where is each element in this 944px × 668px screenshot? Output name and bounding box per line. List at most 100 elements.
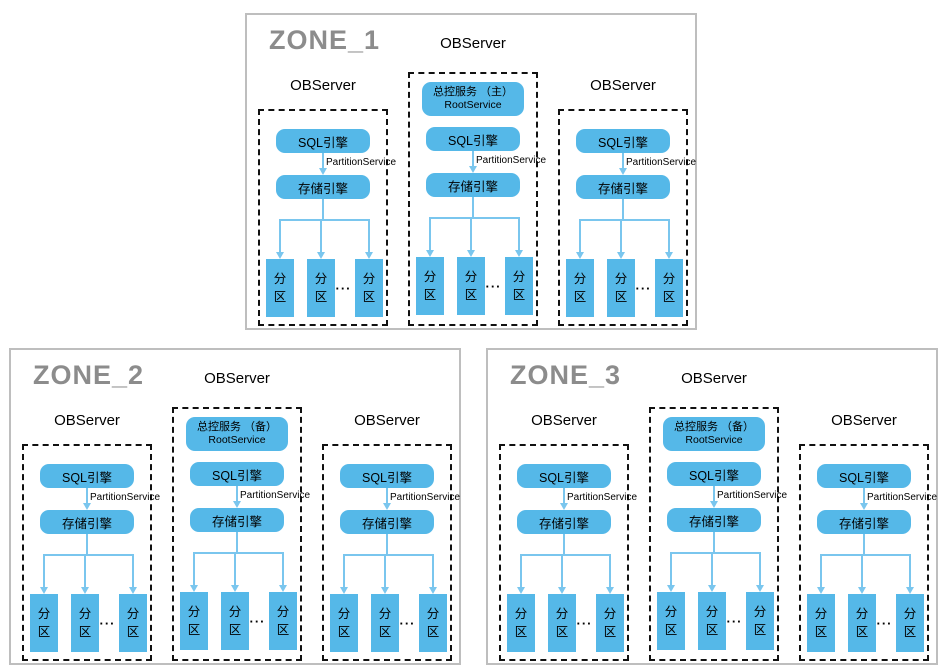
arrow-down-icon — [619, 168, 627, 175]
observer-box: 总控服务 （备） RootService SQL引擎 PartitionServ… — [649, 407, 787, 661]
fanout-connector — [174, 532, 300, 592]
arrow-down-icon — [381, 554, 389, 594]
observer-group: OBServer SQL引擎 PartitionService 存储引擎 — [558, 15, 696, 328]
root-service-subtitle: RootService — [444, 99, 502, 112]
arrow-down-icon — [667, 552, 675, 592]
partitions-row: 分区 分区 ··· 分区 — [560, 259, 686, 317]
sql-engine-node: SQL引擎 — [426, 127, 520, 151]
zone-title: ZONE_1 — [269, 25, 381, 55]
storage-engine-node: 存储引擎 — [817, 510, 911, 534]
ellipsis: ··· — [576, 616, 593, 632]
connector-rail — [580, 219, 670, 221]
partition-node: 分区 — [416, 257, 444, 315]
connector-rail — [430, 217, 520, 219]
arrow-down-icon — [756, 552, 764, 592]
sql-engine-node: SQL引擎 — [517, 464, 611, 488]
observer-group: OBServer SQL引擎 PartitionService 存储引擎 — [258, 15, 396, 328]
arrow-line — [622, 153, 624, 169]
partition-service-label: PartitionService — [390, 492, 461, 503]
partition-service-connector: PartitionService — [651, 486, 787, 508]
arrow-down-icon — [517, 554, 525, 594]
observer-group: OBServer SQL引擎 PartitionService 存储引擎 — [22, 350, 160, 663]
partition-node: 分区 — [71, 594, 99, 652]
partitions-row: 分区 分区 ··· 分区 — [260, 259, 386, 317]
observer-label: OBServer — [531, 412, 597, 429]
connector-stem — [322, 199, 324, 220]
fanout-connector — [651, 532, 777, 592]
storage-engine-node: 存储引擎 — [576, 175, 670, 199]
arrow-down-icon — [467, 217, 475, 257]
arrow-down-icon — [276, 219, 284, 259]
observer-box: SQL引擎 PartitionService 存储引擎 分区 分区 — [22, 444, 160, 661]
arrow-line — [236, 486, 238, 502]
partition-node: 分区 — [221, 592, 249, 650]
partition-service-label: PartitionService — [326, 157, 397, 168]
fanout-connector — [324, 534, 450, 594]
partition-service-label: PartitionService — [717, 490, 788, 501]
arrow-down-icon — [83, 503, 91, 510]
partition-node: 分区 — [607, 259, 635, 317]
partitions-row: 分区 分区 ··· 分区 — [324, 594, 450, 652]
partition-service-connector: PartitionService — [174, 486, 310, 508]
sql-engine-node: SQL引擎 — [40, 464, 134, 488]
arrow-down-icon — [576, 219, 584, 259]
partitions-row: 分区 分区 ··· 分区 — [501, 594, 627, 652]
arrow-line — [863, 488, 865, 504]
observer-box: SQL引擎 PartitionService 存储引擎 分区 分区 — [799, 444, 937, 661]
partition-node: 分区 — [566, 259, 594, 317]
connector-rail — [821, 554, 911, 556]
storage-engine-node: 存储引擎 — [667, 508, 761, 532]
connector-stem — [236, 532, 238, 553]
root-service-subtitle: RootService — [685, 434, 743, 447]
arrow-down-icon — [710, 501, 718, 508]
partition-node: 分区 — [746, 592, 774, 650]
connector-rail — [280, 219, 370, 221]
partition-node: 分区 — [848, 594, 876, 652]
root-service-node: 总控服务 （主） RootService — [422, 82, 524, 116]
partition-service-label: PartitionService — [567, 492, 638, 503]
arrow-line — [386, 488, 388, 504]
arrow-down-icon — [426, 217, 434, 257]
partition-node: 分区 — [419, 594, 447, 652]
connector-stem — [386, 534, 388, 555]
partition-node: 分区 — [507, 594, 535, 652]
observer-label: OBServer — [440, 35, 506, 52]
storage-engine-node: 存储引擎 — [517, 510, 611, 534]
partition-node: 分区 — [307, 259, 335, 317]
partition-service-connector: PartitionService — [260, 153, 396, 175]
root-service-title: 总控服务 （备） — [196, 421, 278, 434]
arrow-down-icon — [860, 503, 868, 510]
connector-rail — [194, 552, 284, 554]
arrow-down-icon — [231, 552, 239, 592]
partition-service-connector: PartitionService — [501, 488, 637, 510]
partition-node: 分区 — [269, 592, 297, 650]
arrow-down-icon — [515, 217, 523, 257]
partition-service-connector: PartitionService — [324, 488, 460, 510]
observer-box: SQL引擎 PartitionService 存储引擎 分区 分区 — [322, 444, 460, 661]
ellipsis: ··· — [485, 279, 502, 295]
partition-service-label: PartitionService — [240, 490, 311, 501]
arrow-down-icon — [233, 501, 241, 508]
arrow-down-icon — [365, 219, 373, 259]
arrow-down-icon — [340, 554, 348, 594]
arrow-down-icon — [190, 552, 198, 592]
arrow-down-icon — [469, 166, 477, 173]
root-service-node: 总控服务 （备） RootService — [663, 417, 765, 451]
observer-box: SQL引擎 PartitionService 存储引擎 分区 分区 — [558, 109, 696, 326]
arrow-line — [322, 153, 324, 169]
sql-engine-node: SQL引擎 — [576, 129, 670, 153]
arrow-down-icon — [617, 219, 625, 259]
partition-node: 分区 — [457, 257, 485, 315]
ellipsis: ··· — [876, 616, 893, 632]
sql-engine-node: SQL引擎 — [817, 464, 911, 488]
partition-service-connector: PartitionService — [24, 488, 160, 510]
arrow-down-icon — [817, 554, 825, 594]
connector-stem — [713, 532, 715, 553]
observer-group-rootservice: OBServer 总控服务 （主） RootService SQL引擎 Part… — [408, 15, 546, 328]
arrow-down-icon — [279, 552, 287, 592]
storage-engine-node: 存储引擎 — [190, 508, 284, 532]
observer-group: OBServer SQL引擎 PartitionService 存储引擎 — [499, 350, 637, 663]
zone-title: ZONE_2 — [33, 360, 145, 390]
arrow-down-icon — [81, 554, 89, 594]
